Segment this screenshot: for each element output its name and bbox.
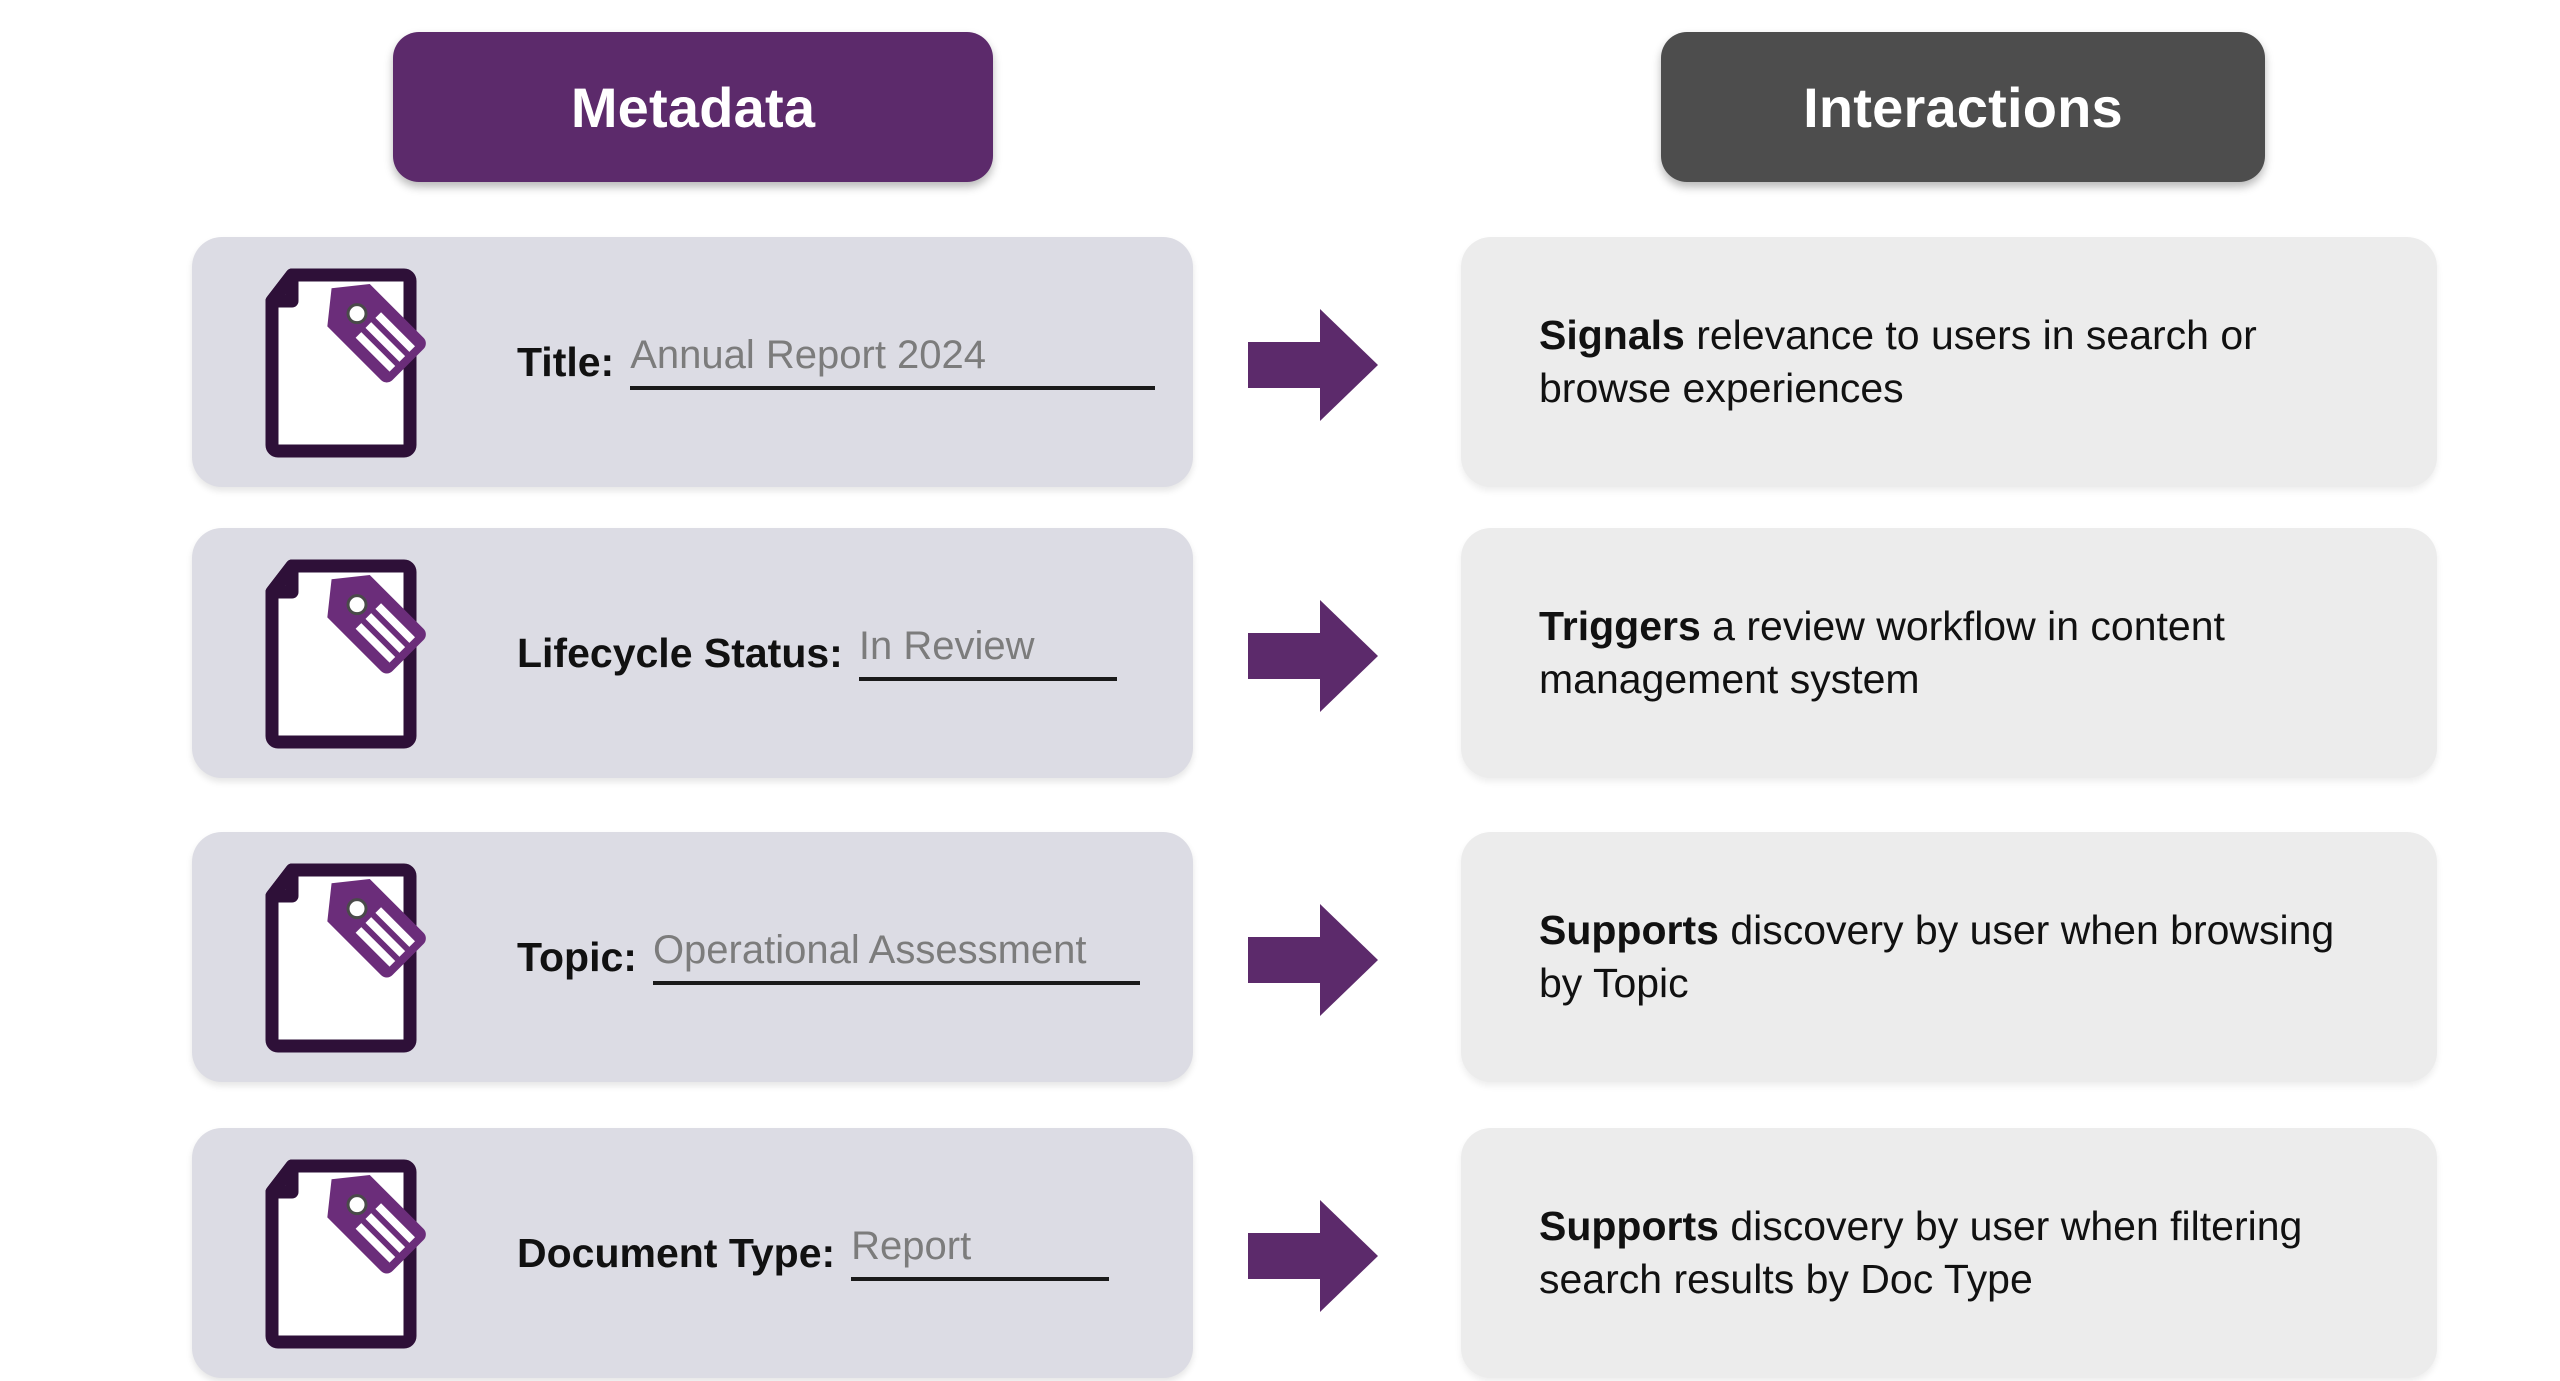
interaction-lead: Supports: [1539, 906, 1719, 953]
interaction-text: Supports discovery by user when filterin…: [1461, 1200, 2437, 1307]
interaction-card[interactable]: Supports discovery by user when filterin…: [1461, 1128, 2437, 1378]
metadata-field-input[interactable]: Report: [851, 1224, 1110, 1281]
metadata-field: Topic: Operational Assessment: [517, 832, 1140, 1082]
metadata-field-value: Annual Report 2024: [630, 333, 987, 377]
metadata-row: Lifecycle Status: In Review Triggers a r…: [0, 528, 2560, 781]
metadata-card[interactable]: Document Type: Report: [192, 1128, 1193, 1378]
metadata-field-input[interactable]: Operational Assessment: [652, 928, 1140, 985]
document-tag-icon: [254, 556, 444, 752]
metadata-field: Document Type: Report: [517, 1128, 1110, 1378]
interaction-text: Supports discovery by user when browsing…: [1461, 904, 2437, 1011]
metadata-row: Document Type: Report Supports discovery…: [0, 1128, 2560, 1381]
interaction-text: Triggers a review workflow in content ma…: [1461, 600, 2437, 707]
metadata-card[interactable]: Lifecycle Status: In Review: [192, 528, 1193, 778]
interaction-lead: Signals: [1539, 311, 1685, 358]
column-header-interactions-label: Interactions: [1803, 75, 2123, 139]
metadata-field-value: In Review: [858, 624, 1035, 668]
document-tag-icon: [254, 1156, 444, 1352]
metadata-card[interactable]: Title: Annual Report 2024: [192, 237, 1193, 487]
interaction-rest: discovery by user when browsing by Topic: [1539, 906, 2335, 1006]
column-header-metadata-label: Metadata: [570, 75, 816, 139]
metadata-field-label: Title:: [517, 338, 615, 385]
metadata-field-label: Document Type:: [517, 1229, 836, 1276]
interaction-rest: discovery by user when filtering search …: [1539, 1202, 2303, 1302]
metadata-field-value: Operational Assessment: [652, 928, 1087, 972]
metadata-field-input[interactable]: In Review: [858, 624, 1117, 681]
metadata-field: Title: Annual Report 2024: [517, 237, 1156, 487]
document-tag-icon: [254, 265, 444, 461]
interaction-card[interactable]: Supports discovery by user when browsing…: [1461, 832, 2437, 1082]
column-header-metadata: Metadata: [393, 32, 993, 182]
interaction-rest: a review workflow in content management …: [1539, 602, 2225, 702]
arrow-right-icon: [1248, 309, 1378, 421]
interaction-rest: relevance to users in search or browse e…: [1539, 311, 2257, 411]
interaction-lead: Supports: [1539, 1202, 1719, 1249]
column-header-interactions: Interactions: [1661, 32, 2265, 182]
metadata-row: Topic: Operational Assessment Supports d…: [0, 832, 2560, 1085]
interaction-text: Signals relevance to users in search or …: [1461, 309, 2437, 416]
arrow-right-icon: [1248, 600, 1378, 712]
document-tag-icon: [254, 860, 444, 1056]
metadata-field-label: Lifecycle Status:: [517, 629, 843, 676]
arrow-right-icon: [1248, 904, 1378, 1016]
metadata-row: Title: Annual Report 2024 Signals releva…: [0, 237, 2560, 490]
metadata-field-label: Topic:: [517, 933, 637, 980]
metadata-card[interactable]: Topic: Operational Assessment: [192, 832, 1193, 1082]
interaction-card[interactable]: Signals relevance to users in search or …: [1461, 237, 2437, 487]
metadata-field: Lifecycle Status: In Review: [517, 528, 1117, 778]
interaction-lead: Triggers: [1539, 602, 1701, 649]
arrow-right-icon: [1248, 1200, 1378, 1312]
metadata-field-value: Report: [851, 1224, 972, 1268]
metadata-field-input[interactable]: Annual Report 2024: [630, 333, 1156, 390]
interaction-card[interactable]: Triggers a review workflow in content ma…: [1461, 528, 2437, 778]
